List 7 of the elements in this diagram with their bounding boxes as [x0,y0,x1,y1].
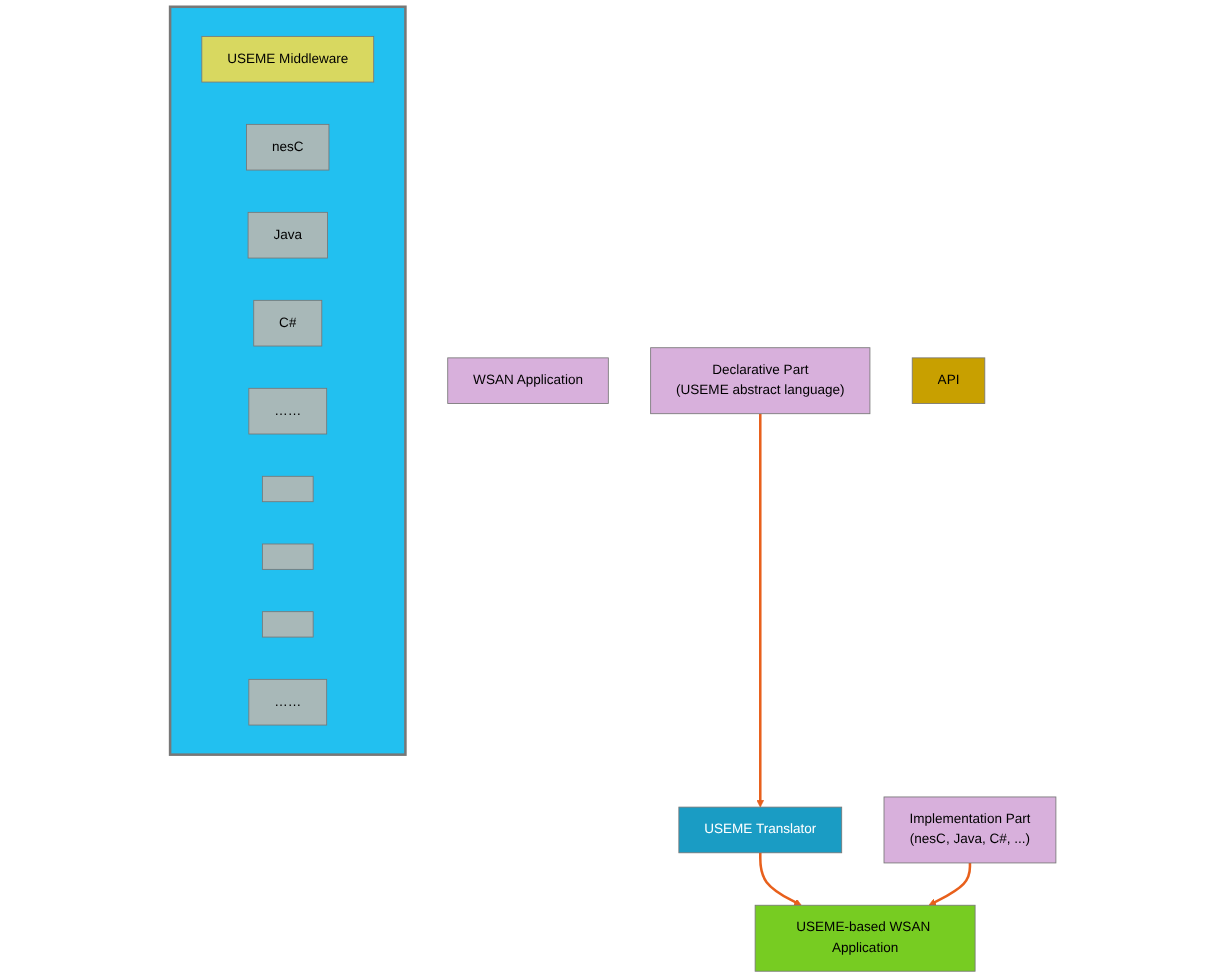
node-box [261,543,314,570]
cluster [168,5,407,756]
node-box [261,475,314,503]
node-box [261,611,314,638]
arrow [928,862,972,906]
arrow [756,413,764,808]
arrow [759,852,802,906]
